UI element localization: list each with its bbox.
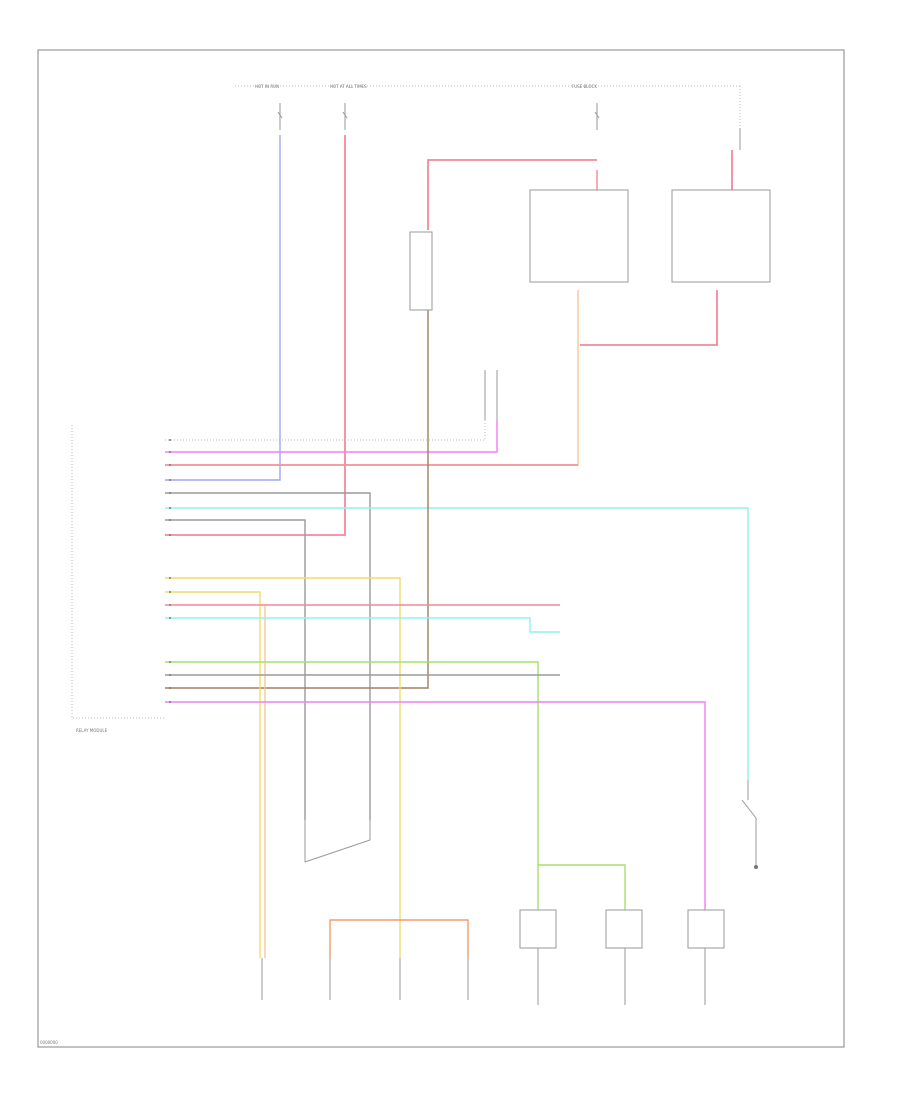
wire-brown: [165, 310, 429, 689]
relay-module-outline: [71, 425, 165, 719]
fuse-1: [277, 103, 283, 130]
header-fuse-block: FUSE BLOCK: [572, 84, 597, 89]
diagram-frame: [37, 49, 845, 1048]
footer-code: 0000000: [40, 1040, 58, 1045]
switch-box-1: [519, 909, 557, 949]
wire-yellow-2: [165, 591, 261, 958]
wire-orange: [329, 919, 469, 958]
wire-cyan-1: [165, 507, 749, 780]
wire-green-2: [538, 864, 626, 910]
wire-gray-2: [165, 492, 371, 820]
relay-module-label: RELAY MODULE: [76, 728, 108, 733]
connector-pins: [169, 439, 171, 703]
wire-cyan-2: [165, 617, 560, 633]
header-hot-in-run: HOT IN RUN: [255, 84, 279, 89]
center-connector: [484, 370, 498, 420]
wire-peach: [165, 290, 579, 466]
switch-box-2: [605, 909, 643, 949]
wire-blue: [165, 135, 281, 481]
bottom-switches: [261, 948, 706, 1005]
relay-box-right: [671, 189, 771, 283]
wire-yellow-1: [165, 577, 401, 958]
header-hot-at-all-times: HOT AT ALL TIMES: [330, 84, 367, 89]
wire-pink-2: [427, 159, 597, 230]
right-ground-switch: [741, 780, 758, 869]
wire-green: [165, 661, 539, 910]
fuse-2: [342, 103, 348, 130]
ground-switch: [304, 820, 371, 863]
wire-pink-1: [165, 135, 346, 536]
switch-box-3: [687, 909, 725, 949]
wire-pink-5: [580, 290, 718, 346]
wire-gray-3: [165, 519, 306, 820]
wire-magenta-1: [165, 420, 498, 453]
wire-magenta-2: [165, 701, 706, 910]
wire-gray-1: [165, 420, 486, 441]
module-box-center: [409, 231, 433, 311]
fuse-3: [594, 103, 600, 130]
power-bus-header: HOT IN RUN HOT AT ALL TIMES FUSE BLOCK: [235, 84, 741, 128]
relay-box-left: [529, 189, 629, 283]
